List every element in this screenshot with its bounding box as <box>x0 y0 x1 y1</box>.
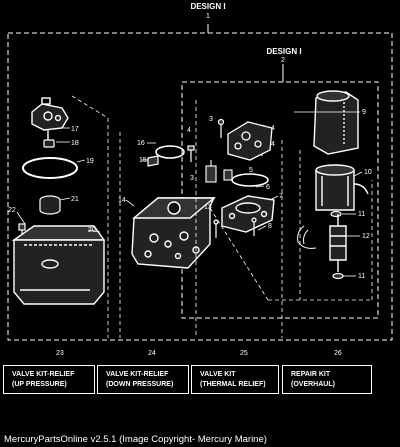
fitting-15 <box>147 155 159 167</box>
kit-number-25: 25 <box>240 350 248 357</box>
callout-18: 18 <box>71 140 79 147</box>
design-title-sub: DESIGN I <box>266 47 302 56</box>
kit-box-repair-overhaul[interactable]: REPAIR KIT (OVERHAUL) <box>282 365 372 394</box>
callout-7: 7 <box>279 193 283 200</box>
kit-number-26: 26 <box>334 350 342 357</box>
callout-3a: 3 <box>209 116 213 123</box>
kit-box-valve-relief-down[interactable]: VALVE KIT-RELIEF (DOWN PRESSURE) <box>97 365 189 394</box>
o-ring-6 <box>231 173 269 187</box>
valve-body-17 <box>31 97 69 142</box>
reservoir-20 <box>11 225 106 305</box>
callout-17: 17 <box>71 126 79 133</box>
washer-11-upper <box>330 210 342 218</box>
kit-24-line1: VALVE KIT-RELIEF <box>106 371 169 378</box>
kit-23-line1: VALVE KIT-RELIEF <box>12 371 75 378</box>
filter-18 <box>43 139 55 148</box>
callout-numbers: 17 18 19 21 22 20 16 15 14 4 3 4 4 5 3 6… <box>8 109 372 280</box>
design-title-sub-number: 2 <box>281 57 285 64</box>
washer-11-lower <box>332 272 344 280</box>
kit-26-line2: (OVERHAUL) <box>291 381 335 388</box>
callout-4b: 4 <box>271 125 275 132</box>
callout-11a: 11 <box>358 211 365 218</box>
manifold-block <box>227 121 273 161</box>
callout-5: 5 <box>249 167 253 174</box>
pump-body-14 <box>131 197 216 269</box>
callout-9: 9 <box>362 109 366 116</box>
design-title-main: DESIGN I <box>190 2 226 11</box>
kit-26-line1: REPAIR KIT <box>291 371 331 378</box>
callout-14: 14 <box>118 197 126 204</box>
kit-number-23: 23 <box>56 350 64 357</box>
callout-22: 22 <box>8 207 16 214</box>
callout-16: 16 <box>137 140 145 147</box>
kit-25-line2: (THERMAL RELIEF) <box>200 381 266 388</box>
kit-23-line2: (UP PRESSURE) <box>12 381 67 388</box>
motor-stator-10 <box>315 164 369 211</box>
callout-13: 13 <box>204 204 212 211</box>
callout-11b: 11 <box>358 273 365 280</box>
kit-box-valve-thermal[interactable]: VALVE KIT (THERMAL RELIEF) <box>191 365 279 394</box>
kit-number-24: 24 <box>148 350 156 357</box>
callout-4c: 4 <box>271 141 275 148</box>
cap-21 <box>39 195 61 215</box>
motor-cover-9 <box>313 90 359 155</box>
callout-leaders <box>16 111 363 277</box>
callout-6: 6 <box>266 184 270 191</box>
title-leaders <box>207 24 284 82</box>
callout-12: 12 <box>362 233 370 240</box>
screws-8 <box>213 217 257 238</box>
o-ring-16 <box>155 145 185 159</box>
callout-21: 21 <box>71 196 79 203</box>
callout-20: 20 <box>88 227 96 234</box>
kit-box-valve-relief-up[interactable]: VALVE KIT-RELIEF (UP PRESSURE) <box>3 365 95 394</box>
assembly-lines <box>71 95 373 338</box>
kit-25-line1: VALVE KIT <box>200 371 236 378</box>
callout-19: 19 <box>86 158 94 165</box>
callout-4a: 4 <box>187 127 191 134</box>
callout-3b: 3 <box>190 175 194 182</box>
o-ring-19 <box>22 157 78 179</box>
pump-housing-7 <box>221 195 275 233</box>
callout-15: 15 <box>139 157 147 164</box>
copyright-footer: MercuryPartsOnline v2.5.1 (Image Copyrig… <box>4 434 267 445</box>
armature-12 <box>329 214 347 272</box>
design-title-main-number: 1 <box>206 13 210 20</box>
check-valve-3 <box>205 160 233 183</box>
kit-24-line2: (DOWN PRESSURE) <box>106 381 174 388</box>
callout-8: 8 <box>268 223 272 230</box>
callout-10: 10 <box>364 169 372 176</box>
